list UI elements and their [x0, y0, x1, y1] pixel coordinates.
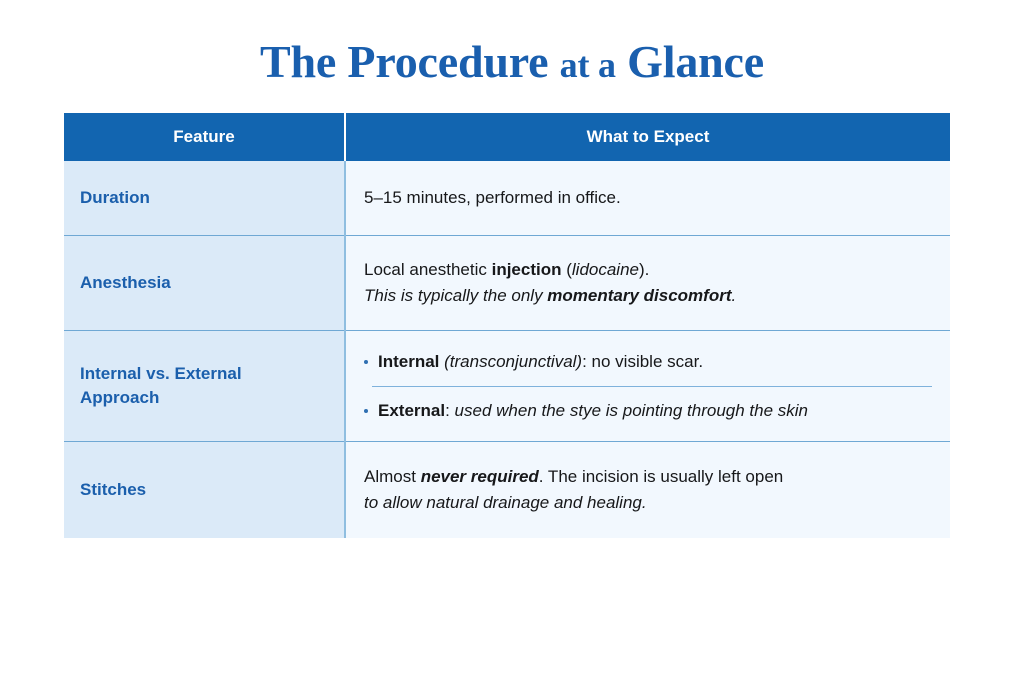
feature-label-line1: Internal vs. External	[80, 364, 242, 383]
table-row: Stitches Almost never required. The inci…	[64, 441, 950, 538]
expect-line: Almost never required. The incision is u…	[364, 467, 784, 486]
expect-line: 5–15 minutes, performed in office.	[364, 188, 621, 207]
page-title: The Procedure at a Glance	[0, 36, 1024, 91]
bullet-dot-icon	[364, 359, 368, 364]
feature-label-duration: Duration	[64, 161, 346, 236]
bullet-dot-icon	[364, 408, 368, 413]
bullet-divider	[372, 385, 932, 387]
feature-label-anesthesia: Anesthesia	[64, 235, 346, 331]
bullet-list: Internal (transconjunctival): no visible…	[364, 349, 932, 424]
procedure-table: Feature What to Expect Duration 5–15 min…	[64, 113, 950, 538]
list-item: Internal (transconjunctival): no visible…	[364, 349, 932, 375]
table-row: Anesthesia Local anesthetic injection (l…	[64, 235, 950, 331]
feature-label-line2: Approach	[80, 388, 160, 407]
expect-line: to allow natural drainage and healing.	[364, 493, 647, 512]
table-row: Internal vs. External Approach Internal …	[64, 330, 950, 442]
column-header-expect: What to Expect	[345, 113, 950, 161]
table-header-row: Feature What to Expect	[64, 113, 950, 161]
feature-label-stitches: Stitches	[64, 441, 346, 538]
list-item: External: used when the stye is pointing…	[364, 398, 932, 424]
table-row: Duration 5–15 minutes, performed in offi…	[64, 161, 950, 236]
expect-content-approach: Internal (transconjunctival): no visible…	[345, 330, 950, 442]
page-title-part1: The Procedure	[260, 36, 549, 87]
page-title-part3: Glance	[627, 36, 764, 87]
expect-content-duration: 5–15 minutes, performed in office.	[345, 161, 950, 236]
expect-content-stitches: Almost never required. The incision is u…	[345, 441, 950, 538]
expect-line: Local anesthetic injection (lidocaine).	[364, 260, 650, 279]
feature-label-approach: Internal vs. External Approach	[64, 330, 346, 442]
column-header-feature: Feature	[64, 113, 346, 161]
page-title-part2: at a	[559, 45, 616, 85]
expect-content-anesthesia: Local anesthetic injection (lidocaine). …	[345, 235, 950, 331]
expect-line: This is typically the only momentary dis…	[364, 286, 737, 305]
